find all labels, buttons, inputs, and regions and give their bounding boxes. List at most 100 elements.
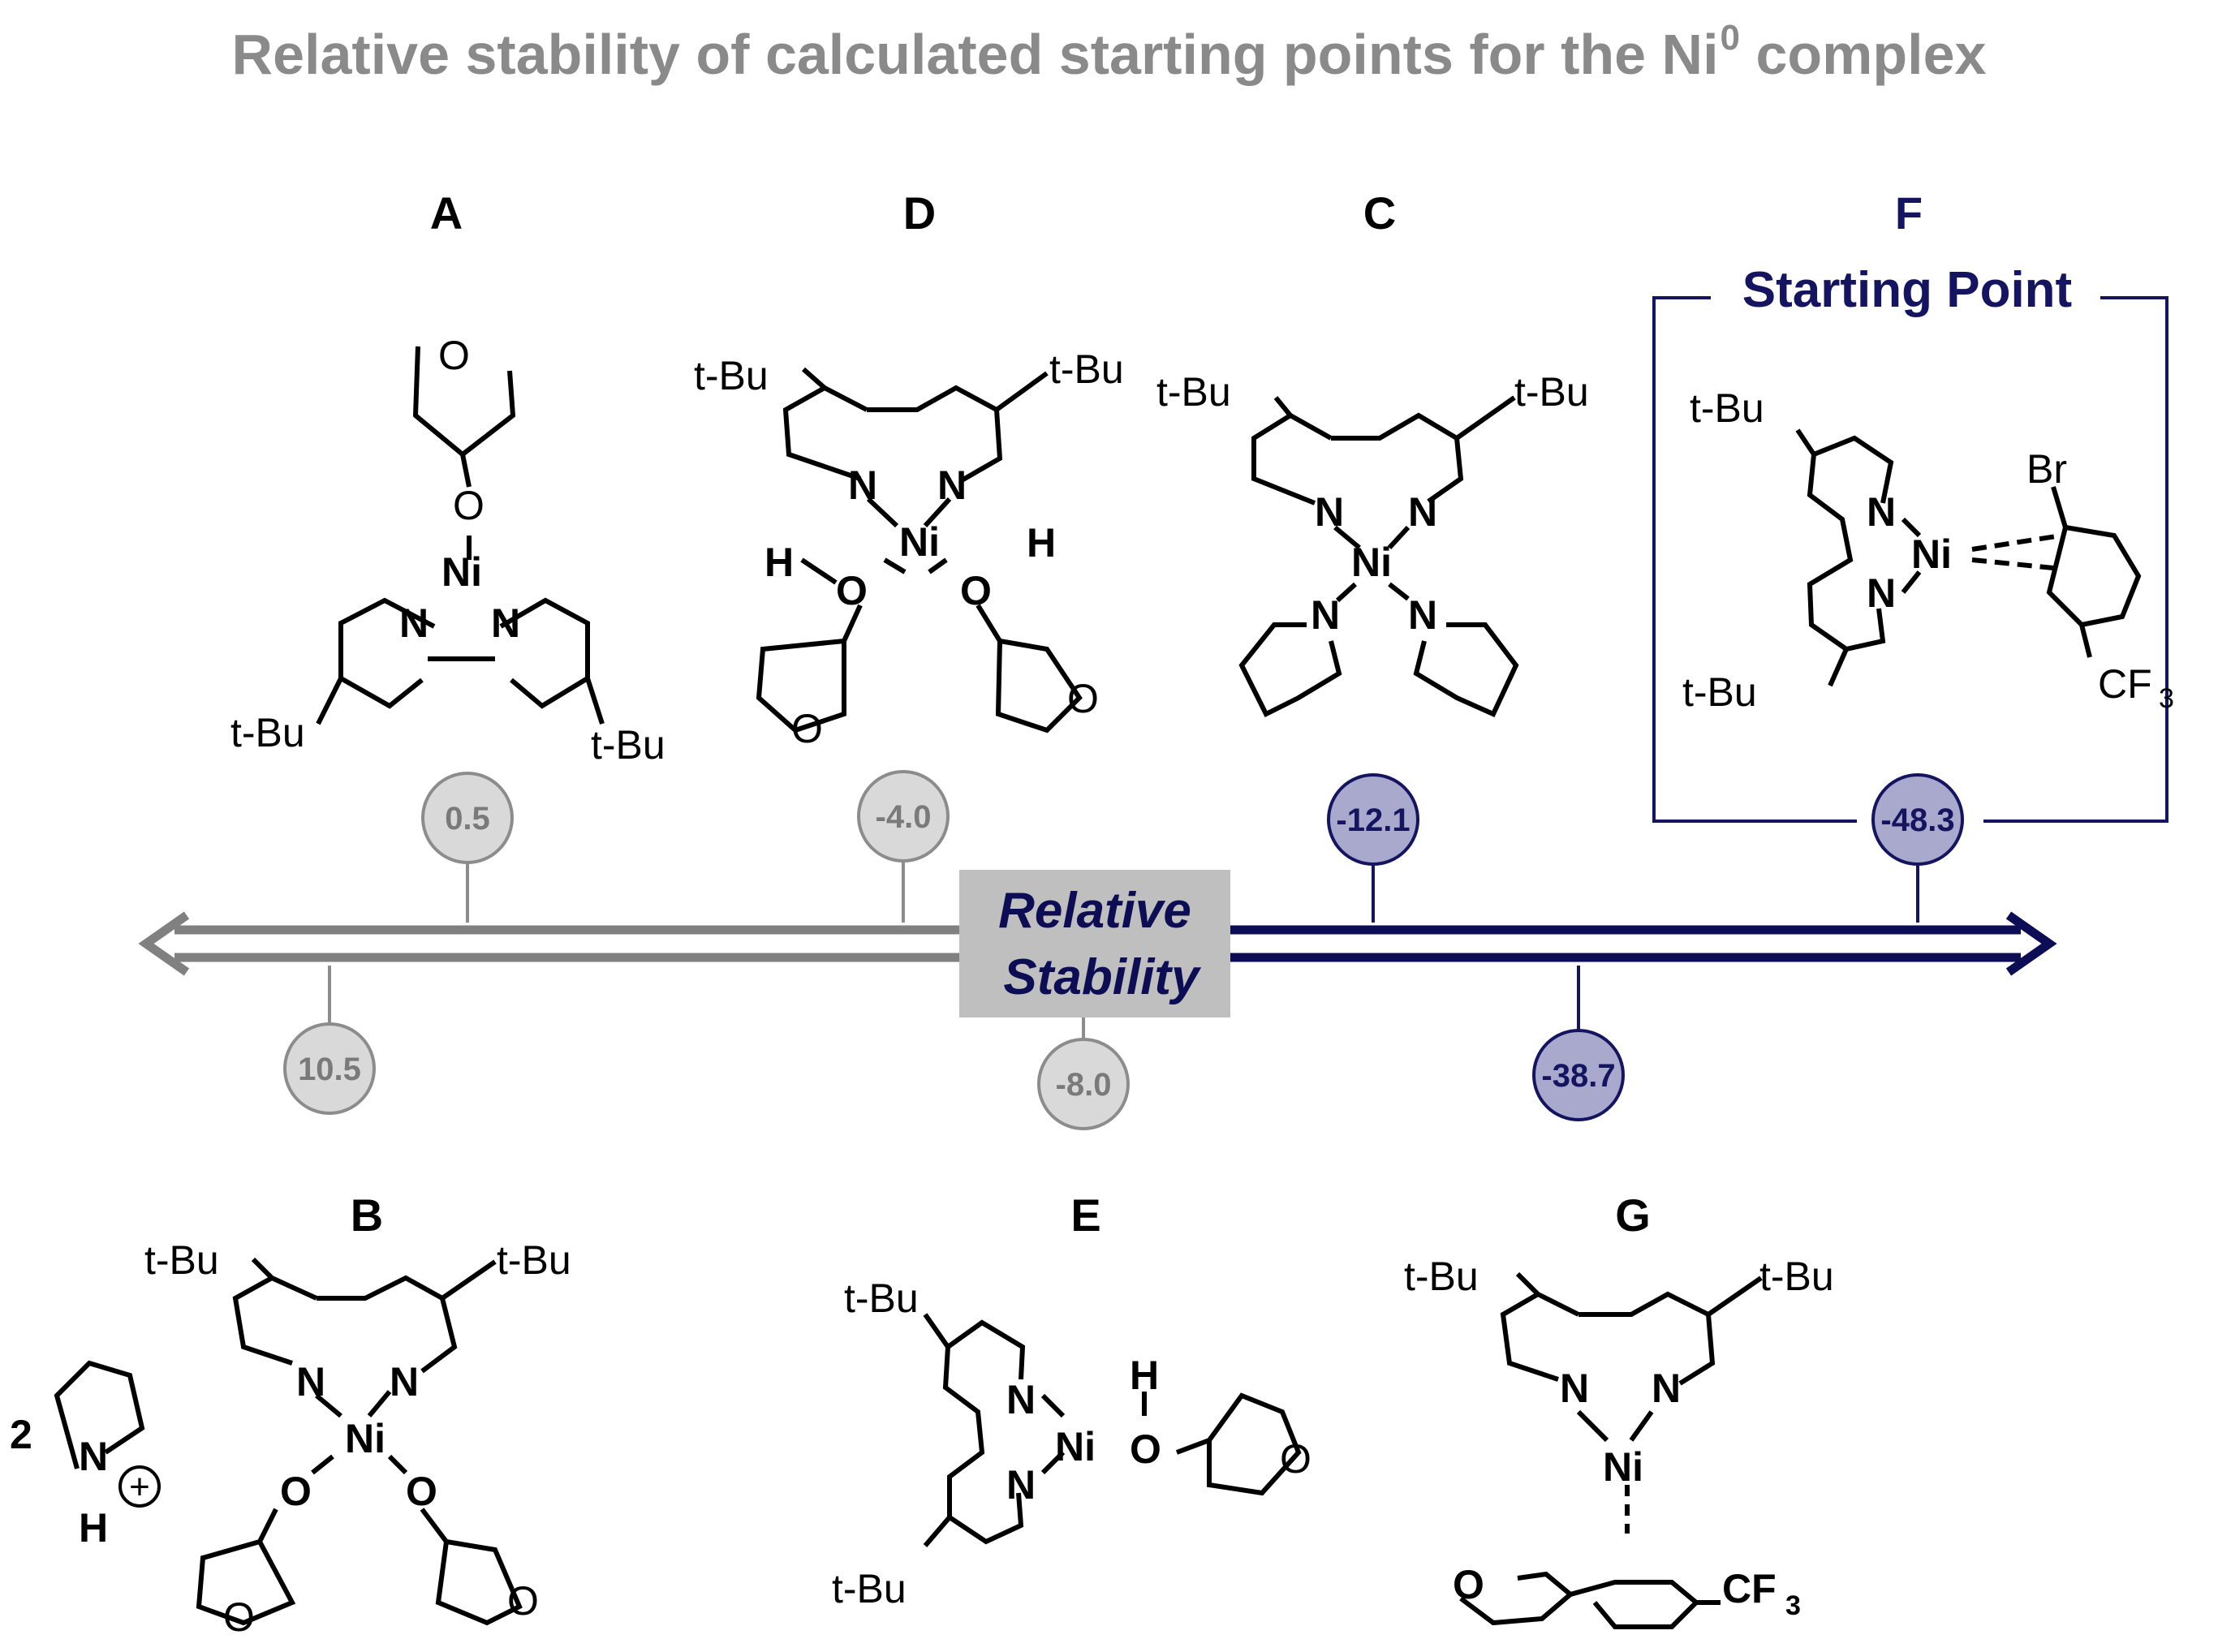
energy-marker-E: -8.0 xyxy=(1037,1017,1130,1130)
structure-D-n1: N xyxy=(848,462,877,508)
energy-value-G: -38.7 xyxy=(1541,1058,1615,1094)
structure-G-n2: N xyxy=(1652,1366,1681,1411)
structure-B-count: 2 xyxy=(10,1412,32,1457)
structure-B-n2: N xyxy=(390,1359,419,1405)
structure-E-n1: N xyxy=(1006,1377,1036,1422)
complex-label-B: B xyxy=(351,1190,383,1241)
structure-D-tbu1: t-Bu xyxy=(694,353,769,398)
structure-B-n1: N xyxy=(296,1359,325,1405)
structure-G-o: O xyxy=(1453,1562,1484,1607)
structure-G-tbu2: t-Bu xyxy=(1759,1254,1834,1299)
energy-marker-F: -48.3 xyxy=(1871,773,1964,923)
structure-C-tbu2: t-Bu xyxy=(1514,369,1589,415)
structure-B-tbu1: t-Bu xyxy=(144,1237,219,1283)
structure-A-o1: O xyxy=(438,333,470,378)
complex-label-E: E xyxy=(1070,1190,1100,1241)
structure-B xyxy=(54,1257,523,1626)
starting-point-frame xyxy=(1652,296,2168,823)
structure-E xyxy=(923,1313,1302,1547)
structure-B-o3: O xyxy=(223,1594,255,1640)
structure-D-o3: O xyxy=(791,706,823,751)
energy-value-D: -4.0 xyxy=(876,799,932,835)
title-suffix: complex xyxy=(1740,23,1987,86)
energy-marker-D: -4.0 xyxy=(857,770,950,923)
structure-E-n2: N xyxy=(1006,1462,1036,1508)
structure-A-n2: N xyxy=(491,600,520,646)
complex-label-A: A xyxy=(430,187,463,239)
energy-marker-C: -12.1 xyxy=(1327,773,1419,923)
structure-G-cf-sub: 3 xyxy=(1785,1590,1801,1621)
structure-D-n2: N xyxy=(937,462,967,508)
complex-label-C: C xyxy=(1363,187,1396,239)
axis-right-arrow xyxy=(1230,911,2057,976)
structure-A-tbu2: t-Bu xyxy=(591,722,665,768)
structure-B-ni: Ni xyxy=(345,1416,385,1461)
figure-title: Relative stability of calculated startin… xyxy=(0,18,2218,87)
structure-D-o1: O xyxy=(836,568,868,613)
energy-marker-B: 10.5 xyxy=(283,966,376,1115)
structure-B-plus: + xyxy=(129,1467,150,1507)
structure-E-ni: Ni xyxy=(1055,1424,1096,1469)
structure-C-n3: N xyxy=(1311,592,1340,638)
structure-D-tbu2: t-Bu xyxy=(1049,346,1124,392)
structure-E-o1: O xyxy=(1130,1426,1161,1472)
structure-F xyxy=(1795,428,2142,687)
structure-G-cf: CF xyxy=(1722,1566,1777,1611)
structure-F-n1: N xyxy=(1867,489,1896,535)
energy-value-A: 0.5 xyxy=(445,801,490,837)
structure-B-charge xyxy=(118,1465,161,1508)
energy-marker-G: -38.7 xyxy=(1532,966,1625,1121)
complex-label-D: D xyxy=(903,187,936,239)
structure-E-o2: O xyxy=(1280,1436,1311,1482)
title-text: Relative stability of calculated startin… xyxy=(231,23,1719,86)
structure-G-tbu1: t-Bu xyxy=(1404,1254,1479,1299)
structure-C-tbu1: t-Bu xyxy=(1156,369,1231,415)
structure-A-ni: Ni xyxy=(441,549,482,595)
energy-value-E: -8.0 xyxy=(1056,1067,1112,1103)
title-superscript: 0 xyxy=(1720,18,1741,58)
energy-value-B: 10.5 xyxy=(298,1052,361,1087)
structure-B-o1: O xyxy=(280,1469,312,1514)
energy-value-C: -12.1 xyxy=(1336,802,1410,838)
structure-G-ni: Ni xyxy=(1603,1444,1643,1490)
structure-D-h2: H xyxy=(1027,520,1056,566)
structure-D-o2: O xyxy=(960,568,992,613)
energy-marker-A: 0.5 xyxy=(421,772,514,923)
starting-point-label: Starting Point xyxy=(1742,262,2072,318)
structure-E-h: H xyxy=(1130,1353,1159,1398)
structure-C-ni: Ni xyxy=(1351,540,1392,585)
structure-A-o2: O xyxy=(453,483,485,528)
structure-F-br: Br xyxy=(2026,446,2067,492)
axis-label-line1: Relative xyxy=(998,883,1191,939)
axis-label-box xyxy=(959,870,1230,1017)
structure-C xyxy=(1238,395,1519,718)
axis-left-arrow xyxy=(138,911,962,976)
structure-C-n1: N xyxy=(1315,489,1344,535)
structure-B-h: H xyxy=(79,1505,108,1551)
axis-arrow: Relative Stability xyxy=(138,870,2057,1017)
structure-C-n2: N xyxy=(1408,489,1437,535)
structure-E-tbu2: t-Bu xyxy=(832,1566,907,1611)
structure-F-tbu1: t-Bu xyxy=(1690,385,1764,431)
structure-A-tbu1: t-Bu xyxy=(230,710,305,755)
structure-D-ni: Ni xyxy=(899,519,940,565)
structure-F-cf: CF xyxy=(2098,661,2152,707)
structure-G-n1: N xyxy=(1560,1366,1589,1411)
complex-label-G: G xyxy=(1615,1190,1651,1241)
structure-A xyxy=(316,346,605,725)
structure-C-n4: N xyxy=(1408,592,1437,638)
complex-label-F: F xyxy=(1895,187,1923,239)
structure-B-o4: O xyxy=(507,1578,539,1624)
structure-F-ni: Ni xyxy=(1911,531,1952,577)
structure-B-n3: N xyxy=(79,1434,108,1479)
axis-label-line2: Stability xyxy=(1003,949,1202,1005)
structure-D-h1: H xyxy=(764,540,794,585)
structure-F-n2: N xyxy=(1867,570,1896,616)
energy-value-F: -48.3 xyxy=(1880,802,1954,838)
structure-F-cf-sub: 3 xyxy=(2159,683,2174,714)
structure-B-o2: O xyxy=(406,1469,437,1514)
structure-A-n1: N xyxy=(399,600,429,646)
structure-G xyxy=(1459,1271,1763,1629)
structure-E-tbu1: t-Bu xyxy=(844,1276,919,1321)
